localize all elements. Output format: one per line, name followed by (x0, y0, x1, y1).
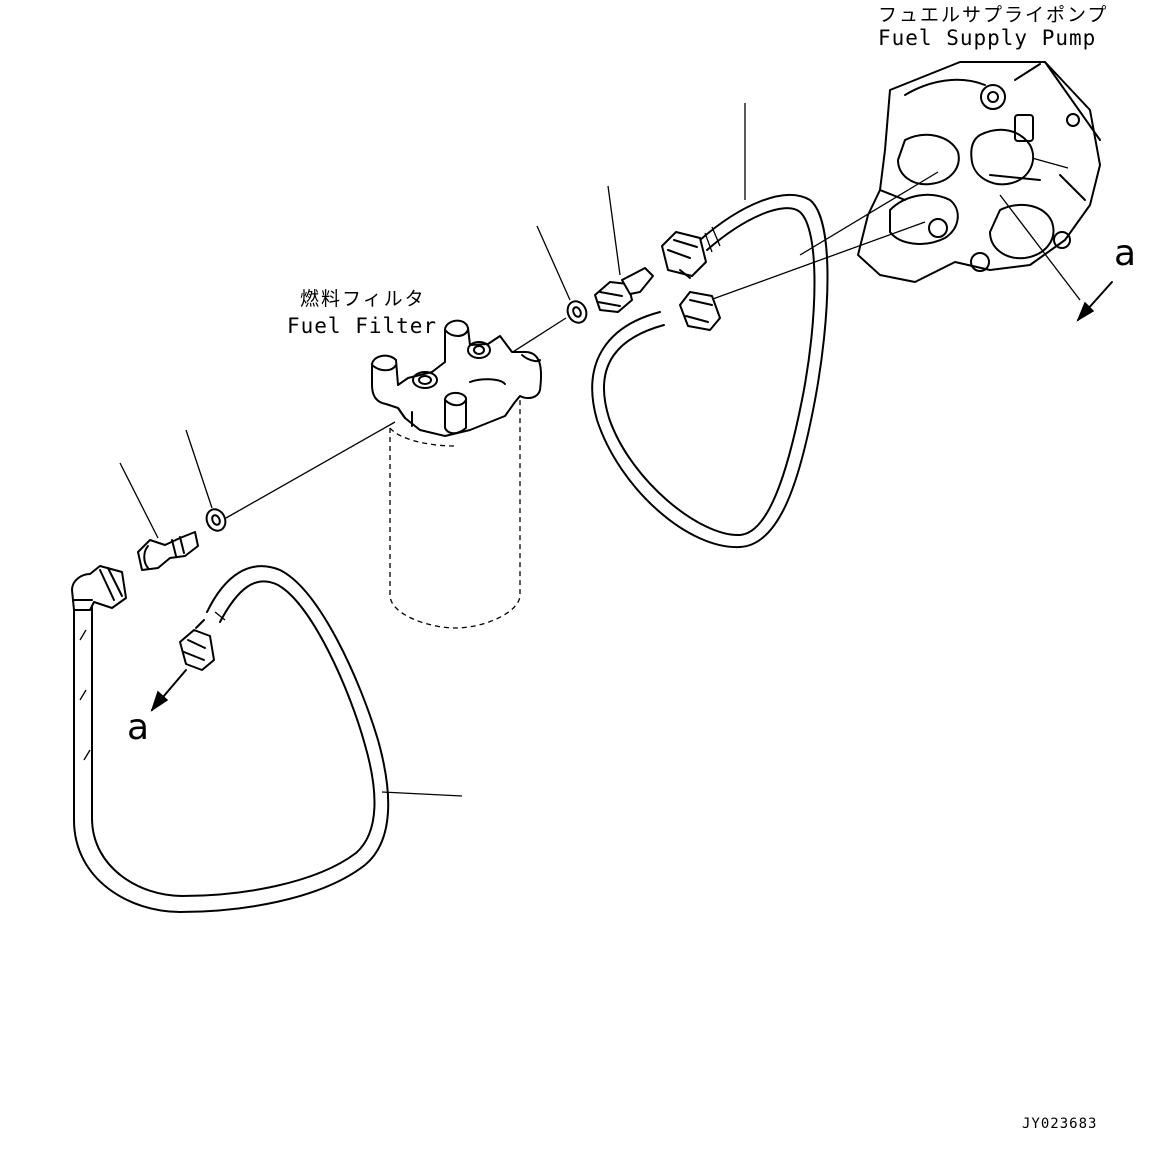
right-hose-lower-fitting (679, 291, 721, 331)
left-hose-end-fitting (179, 619, 215, 671)
left-connector-fitting (137, 531, 199, 571)
filter-outlet-centerline (504, 317, 567, 358)
pump-inlet-centerline (709, 221, 926, 301)
fuel-filter (371, 319, 543, 629)
left-hose-elbow-fitting (71, 565, 127, 611)
fuel-filter-label-jp: 燃料フィルタ (300, 288, 426, 310)
left-connector-leader (119, 462, 159, 539)
fuel-supply-pump-label-en: Fuel Supply Pump (878, 26, 1097, 50)
view-marker-a-right: a (1114, 233, 1137, 274)
fuel-supply-pump-label-jp: フュエルサプライポンプ (878, 4, 1109, 26)
right-washer-leader (536, 225, 571, 301)
filter-inlet-centerline (225, 421, 396, 519)
pump-outlet-centerline (799, 171, 939, 256)
right-fuel-hose (591, 194, 829, 549)
right-connector-leader (607, 185, 621, 276)
right-washer (566, 300, 588, 324)
view-arrow-a-right (1076, 281, 1113, 322)
left-washer-leader (185, 429, 213, 509)
right-hose-upper-fitting (661, 231, 707, 279)
fuel-filter-label-en: Fuel Filter (287, 314, 438, 338)
drawing-code: JY023683 (1022, 1116, 1098, 1132)
right-connector-fitting (594, 267, 654, 313)
fuel-supply-pump (857, 61, 1101, 301)
left-washer (205, 508, 227, 532)
view-arrow-a-left (150, 669, 187, 712)
view-marker-a-left: a (127, 707, 150, 748)
left-hose-leader (381, 791, 463, 797)
left-fuel-hose (73, 565, 390, 913)
